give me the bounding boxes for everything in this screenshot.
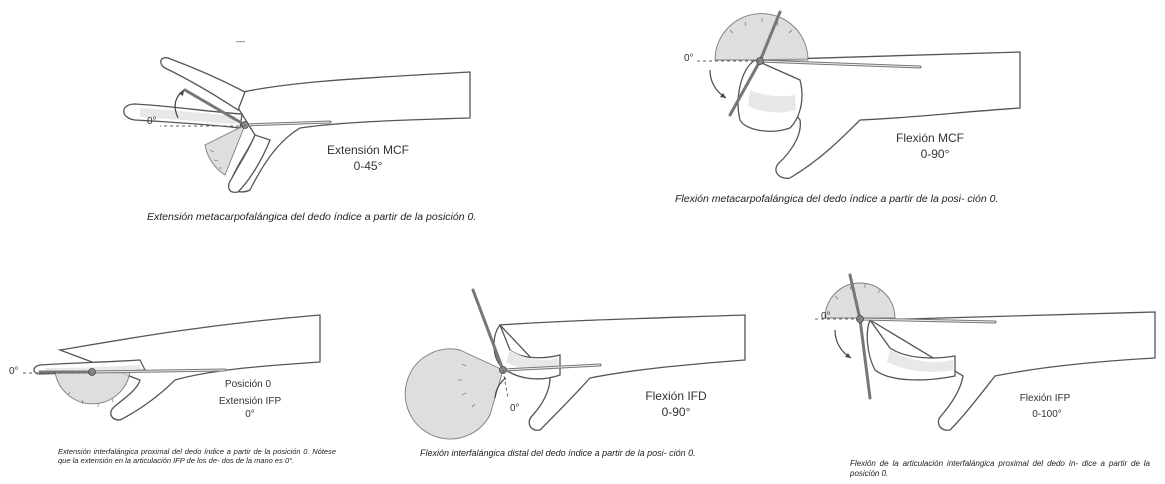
measure-label: Flexión MCF bbox=[885, 132, 975, 145]
goniometer bbox=[715, 14, 808, 60]
figure-caption: Flexión de la articulación interfalángic… bbox=[850, 459, 1150, 479]
range-label: 0-90° bbox=[636, 406, 716, 419]
zero-degree-label: 0° bbox=[147, 116, 157, 127]
figure-flexion-ifd: 0° Flexión IFD 0-90° Flexión interfaláng… bbox=[400, 270, 780, 484]
figure-caption: Flexión metacarpofalángica del dedo índi… bbox=[675, 193, 1015, 205]
figure-caption: Flexión interfalángica distal del dedo í… bbox=[420, 448, 765, 459]
goniometer bbox=[55, 372, 130, 404]
measure-label: Extensión MCF bbox=[318, 144, 418, 157]
hand-illustration-flexion-mcf bbox=[640, 0, 1165, 250]
zero-degree-label: 0° bbox=[684, 53, 694, 64]
goniometer bbox=[405, 349, 503, 439]
range-label: 0-100° bbox=[1007, 408, 1087, 421]
measure-label: Flexión IFD bbox=[636, 390, 716, 403]
figure-flexion-mcf: 0° Flexión MCF 0-90° Flexión metacarpofa… bbox=[640, 0, 1165, 250]
zero-degree-label: 0° bbox=[510, 403, 520, 414]
figure-flexion-ifp: 0° Flexión IFP 0-100° Flexión de la arti… bbox=[795, 270, 1165, 484]
zero-degree-label: 0° bbox=[9, 366, 19, 377]
range-label: 0-45° bbox=[318, 160, 418, 173]
figure-caption: Extensión metacarpofalángica del dedo ín… bbox=[147, 211, 477, 223]
svg-text:—: — bbox=[236, 36, 245, 46]
figure-extension-ifp: 0° Posición 0 Extensión IFP 0° Extensión… bbox=[0, 270, 380, 484]
position-label: Posición 0 bbox=[208, 378, 288, 391]
figure-caption: Extensión interfalángica proximal del de… bbox=[58, 447, 336, 465]
measure-label: Flexión IFP bbox=[1005, 392, 1085, 405]
zero-degree-label: 0° bbox=[821, 311, 831, 322]
hand-illustration-flexion-ifp bbox=[795, 270, 1165, 484]
range-label: 0-90° bbox=[890, 148, 980, 161]
figure-extension-mcf: — 0° Extensión MCF 0-45° Extensión metac… bbox=[0, 0, 560, 250]
range-label: 0° bbox=[210, 408, 290, 421]
measure-label: Extensión IFP bbox=[210, 395, 290, 408]
